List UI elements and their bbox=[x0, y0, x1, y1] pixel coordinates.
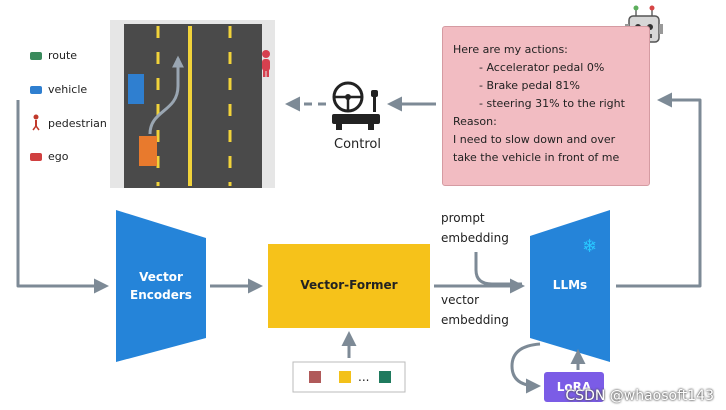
vector-encoders-block bbox=[116, 210, 206, 362]
car-icon bbox=[30, 86, 42, 94]
token-square bbox=[379, 371, 391, 383]
legend-item-pedestrian: pedestrian bbox=[48, 117, 107, 130]
actions-heading: Here are my actions: bbox=[453, 43, 568, 56]
actions-panel: Here are my actions: - Accelerator pedal… bbox=[442, 26, 650, 186]
legend-item-ego: ego bbox=[48, 150, 68, 163]
vector-encoders-label: Vector Encoders bbox=[120, 268, 202, 304]
lora-label: LoRA bbox=[556, 380, 592, 394]
legend-item-route: route bbox=[48, 49, 77, 62]
legend-item-vehicle: vehicle bbox=[48, 83, 87, 96]
prompt-embedding-label: prompt embedding bbox=[441, 208, 509, 248]
vehicle-marker bbox=[128, 74, 144, 104]
vector-former-block bbox=[268, 244, 430, 328]
car-icon bbox=[30, 153, 42, 161]
llms-to-lora-arrow bbox=[510, 342, 541, 394]
vector-embedding-line: vector bbox=[441, 293, 480, 307]
vector-encoders-label-line: Encoders bbox=[130, 288, 192, 302]
pedestrian-figure bbox=[262, 50, 270, 77]
lora-block bbox=[544, 372, 604, 402]
car-icon bbox=[30, 52, 42, 60]
action-item: - Accelerator pedal 0% bbox=[479, 61, 605, 74]
llms-to-actions-arrow bbox=[616, 92, 702, 288]
legend-label: ego bbox=[48, 150, 69, 163]
llms-label: LLMs bbox=[552, 278, 588, 292]
token-square bbox=[309, 371, 321, 383]
control-label: Control bbox=[334, 137, 381, 152]
token-ellipsis: ... bbox=[358, 370, 370, 384]
action-item: - steering 31% to the right bbox=[479, 97, 625, 110]
legend-icons bbox=[30, 52, 42, 161]
reason-line: take the vehicle in front of me bbox=[453, 151, 620, 164]
action-item: - Brake pedal 81% bbox=[479, 79, 580, 92]
pedestrian-icon bbox=[32, 114, 40, 131]
prompt-embedding-line: embedding bbox=[441, 231, 509, 245]
legend-to-encoders-arrow bbox=[16, 100, 109, 294]
legend-label: pedestrian bbox=[48, 117, 107, 130]
reason-line: I need to slow down and over bbox=[453, 133, 616, 146]
prompt-embedding-line: prompt bbox=[441, 211, 485, 225]
vector-embedding-label: vector embedding bbox=[441, 290, 509, 330]
ego-vehicle-marker bbox=[139, 136, 157, 166]
token-square bbox=[339, 371, 351, 383]
watermark: CSDN @whaosoft143 bbox=[565, 388, 714, 404]
route-path bbox=[148, 55, 184, 135]
legend-label: route bbox=[48, 49, 78, 62]
llms-block bbox=[530, 210, 610, 362]
legend-label: vehicle bbox=[48, 83, 88, 96]
vector-encoders-label-line: Vector bbox=[139, 270, 183, 284]
steering-wheel-icon bbox=[332, 81, 380, 130]
reason-heading: Reason: bbox=[453, 115, 497, 128]
gear-stick-icon bbox=[371, 90, 378, 112]
snowflake-icon: ❄ bbox=[582, 236, 597, 257]
road-scene bbox=[110, 20, 275, 188]
vector-former-label: Vector-Former bbox=[300, 278, 398, 292]
vector-embedding-line: embedding bbox=[441, 313, 509, 327]
prompt-embedding-arrow bbox=[474, 252, 522, 286]
